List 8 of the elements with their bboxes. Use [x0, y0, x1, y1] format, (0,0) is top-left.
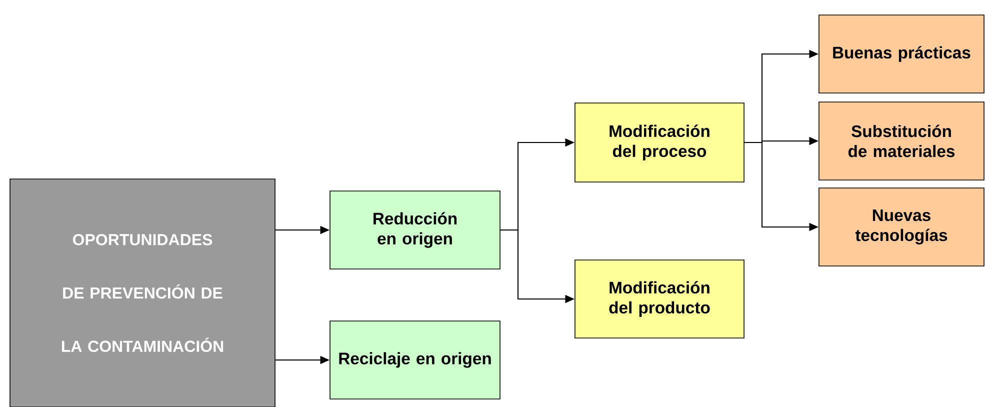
process-box: Modificación del proceso: [574, 102, 744, 182]
process-box: Substitución de materiales: [818, 102, 984, 180]
heading-box: OPORTUNIDADES DE PREVENCIÓN DE LA CONTAMINACIÓN: [10, 178, 276, 407]
process-box: Reciclaje en origen: [330, 320, 500, 400]
process-box: Buenas prácticas: [818, 14, 984, 94]
process-box: Nuevas tecnologías: [818, 188, 984, 266]
process-box: Modificación del producto: [574, 260, 744, 338]
process-box: Reducción en origen: [330, 190, 500, 270]
